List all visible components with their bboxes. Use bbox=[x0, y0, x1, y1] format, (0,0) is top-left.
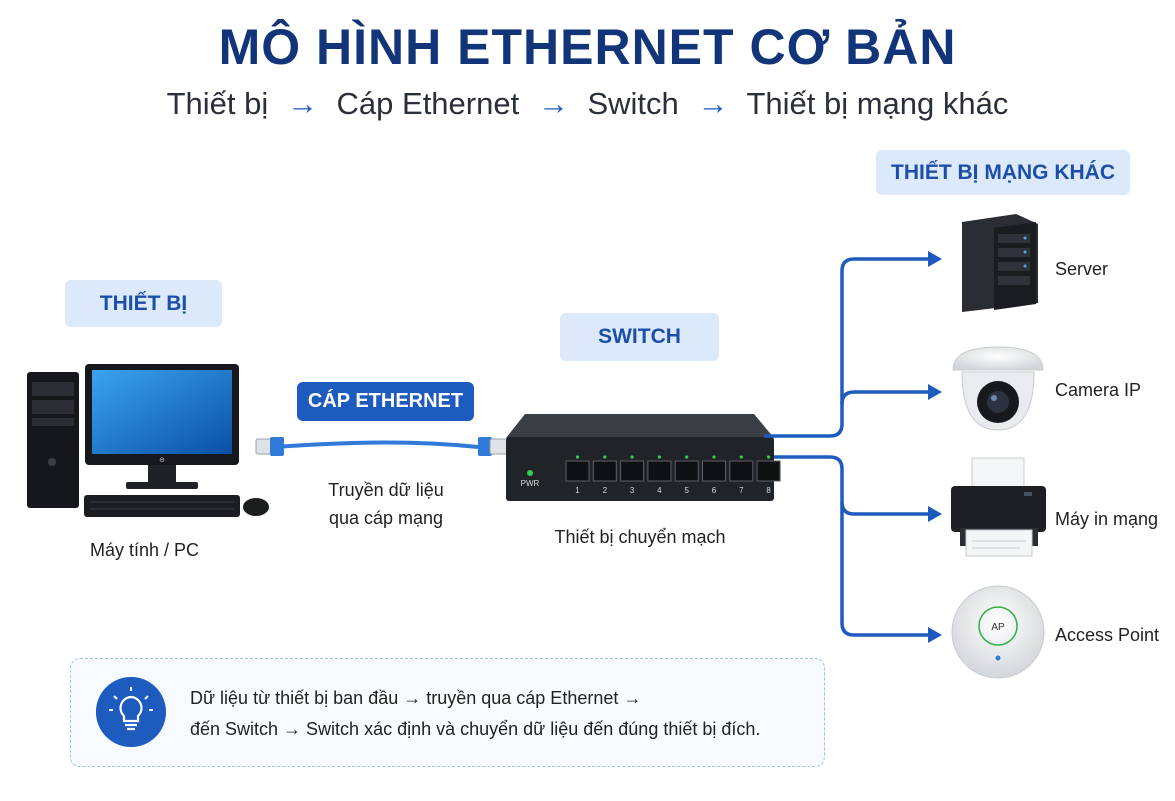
switch-ports: 1 2 3 4 5 6 7 8 bbox=[565, 455, 781, 495]
target-access-point: Access Point bbox=[1055, 625, 1159, 645]
info-box bbox=[70, 658, 825, 767]
subtitle-item-cable: Cáp Ethernet bbox=[336, 86, 520, 121]
port-number: 5 bbox=[684, 486, 689, 495]
printer-icon bbox=[951, 457, 1046, 557]
subtitle-item-others: Thiết bị mạng khác bbox=[746, 86, 1009, 121]
switch-port bbox=[647, 460, 672, 482]
arrow-right-icon: → bbox=[537, 86, 569, 121]
port-led bbox=[739, 455, 743, 459]
cable-caption-line2: qua cáp mạng bbox=[329, 508, 443, 528]
ethernet-cable bbox=[255, 437, 509, 456]
label-switch: SWITCH bbox=[560, 313, 719, 361]
pwr-label: PWR bbox=[521, 479, 540, 488]
info-text: Dữ liệu từ thiết bị ban đầu → truyền qua… bbox=[190, 683, 760, 745]
switch-caption: Thiết bị chuyển mạch bbox=[554, 527, 726, 547]
info-line-2: đến Switch → Switch xác định và chuyển d… bbox=[190, 719, 761, 739]
switch-port bbox=[620, 460, 645, 482]
port-number: 3 bbox=[630, 486, 635, 495]
arrowheads bbox=[928, 251, 942, 643]
switch-port bbox=[565, 460, 590, 482]
target-server: Server bbox=[1055, 259, 1108, 279]
port-led bbox=[767, 455, 771, 459]
access-point-icon bbox=[951, 585, 1045, 679]
label-device: THIẾT BỊ bbox=[65, 280, 222, 327]
port-number: 1 bbox=[575, 486, 580, 495]
lightbulb-icon bbox=[96, 677, 166, 747]
pc-tower-icon bbox=[27, 372, 79, 508]
label-cable: CÁP ETHERNET bbox=[297, 382, 474, 421]
mouse-icon bbox=[243, 498, 269, 516]
port-number: 4 bbox=[657, 486, 662, 495]
subtitle-item-switch: Switch bbox=[587, 86, 679, 121]
port-number: 8 bbox=[766, 486, 771, 495]
label-other-devices: THIẾT BỊ MẠNG KHÁC bbox=[876, 150, 1130, 195]
switch-port bbox=[756, 460, 781, 482]
switch-port bbox=[592, 460, 617, 482]
port-led bbox=[657, 455, 662, 459]
switch-device bbox=[506, 414, 774, 501]
port-number: 7 bbox=[739, 486, 744, 495]
page-title: MÔ HÌNH ETHERNET CƠ BẢN bbox=[218, 19, 957, 75]
switch-port bbox=[729, 460, 754, 482]
distribution-lines bbox=[764, 257, 930, 637]
subtitle-item-device: Thiết bị bbox=[166, 86, 269, 121]
port-led bbox=[630, 455, 634, 459]
switch-port bbox=[674, 460, 699, 482]
pc-caption: Máy tính / PC bbox=[90, 540, 200, 560]
port-led bbox=[603, 455, 607, 459]
cable-caption-line1: Truyền dữ liệu bbox=[328, 480, 443, 500]
info-line-1: Dữ liệu từ thiết bị ban đầu → truyền qua… bbox=[190, 688, 642, 708]
port-led bbox=[685, 455, 689, 459]
subtitle-flow: Thiết bị → Cáp Ethernet → Switch → Thiết… bbox=[0, 86, 1175, 122]
switch-port bbox=[702, 460, 726, 482]
port-led bbox=[575, 455, 580, 459]
target-printer: Máy in mạng bbox=[1055, 509, 1158, 529]
keyboard-icon bbox=[84, 495, 240, 517]
arrow-right-icon: → bbox=[286, 86, 318, 121]
power-led bbox=[527, 470, 533, 476]
target-camera: Camera IP bbox=[1055, 380, 1141, 400]
server-icon bbox=[962, 214, 1038, 312]
port-number: 6 bbox=[712, 486, 717, 495]
monitor-icon bbox=[85, 364, 239, 489]
ap-logo: AP bbox=[991, 622, 1005, 633]
arrow-right-icon: → bbox=[697, 86, 729, 121]
camera-icon bbox=[952, 346, 1044, 431]
port-number: 2 bbox=[603, 486, 608, 495]
port-led bbox=[712, 455, 716, 459]
monitor-logo: ⊖ bbox=[159, 457, 165, 464]
